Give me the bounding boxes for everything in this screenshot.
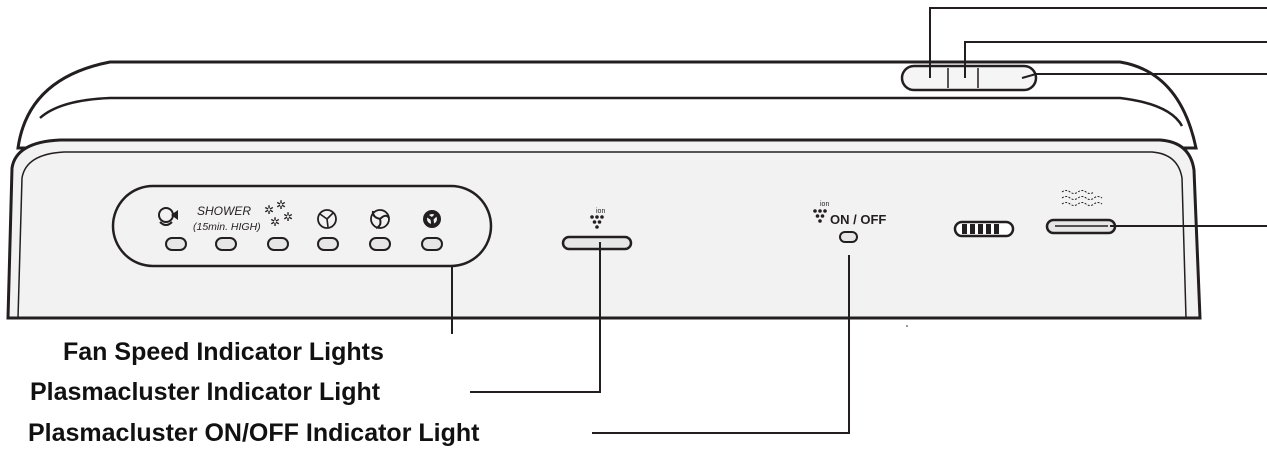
ion-label: ion [596, 208, 605, 215]
top-button-3[interactable] [978, 67, 1035, 89]
odor-wave-icon [1061, 190, 1103, 206]
svg-text:ion: ion [820, 201, 829, 208]
plasmacluster-callout: Plasmacluster Indicator Light [30, 378, 381, 406]
led-auto [165, 237, 187, 251]
led-clean [267, 237, 289, 251]
svg-text:✲: ✲ [283, 210, 293, 224]
plasmacluster-light-bar [561, 235, 633, 251]
dust-monitor-icon [953, 220, 1015, 238]
fan-speed-leds [165, 237, 443, 251]
fan-high-icon [423, 210, 441, 228]
onoff-ion-icon: ion [813, 201, 829, 223]
snowflakes-icon: ✲ ✲ ✲ ✲ [264, 198, 293, 229]
top-button-2[interactable] [948, 67, 978, 89]
fan-indicator-panel [111, 184, 493, 268]
top-button-body [900, 64, 1038, 92]
plasmacluster-onoff-led [839, 231, 858, 243]
leader-onoff [592, 255, 850, 434]
callout-leaders [451, 225, 1267, 434]
svg-text:✲: ✲ [270, 215, 280, 229]
fan-medium-icon [370, 209, 390, 229]
top-housing-outline [16, 60, 1198, 150]
ion-dots-icon: ion [590, 208, 605, 229]
fan-speed-callout: Fan Speed Indicator Lights [63, 338, 384, 366]
front-panel-inner-edge [17, 151, 1187, 319]
auto-mode-icon [158, 207, 178, 226]
led-fan-low [317, 237, 339, 251]
front-panel [6, 138, 1202, 320]
top-button-group [900, 64, 1038, 92]
shower-label: SHOWER [197, 204, 251, 218]
fan-low-icon [317, 209, 337, 229]
plasmacluster-onoff-callout: Plasmacluster ON/OFF Indicator Light [28, 419, 480, 447]
top-button-1[interactable] [903, 67, 948, 89]
svg-text:✲: ✲ [276, 198, 286, 212]
led-fan-high [421, 237, 443, 251]
top-button-leaders [929, 7, 1267, 79]
leader-plasmacluster [470, 242, 601, 393]
onoff-label: ON / OFF [830, 212, 886, 227]
led-fan-medium [369, 237, 391, 251]
led-shower [215, 237, 237, 251]
top-housing-ridge [39, 96, 1184, 127]
svg-text:✲: ✲ [264, 203, 274, 217]
shower-sub-label: (15min. HIGH) [193, 221, 261, 233]
